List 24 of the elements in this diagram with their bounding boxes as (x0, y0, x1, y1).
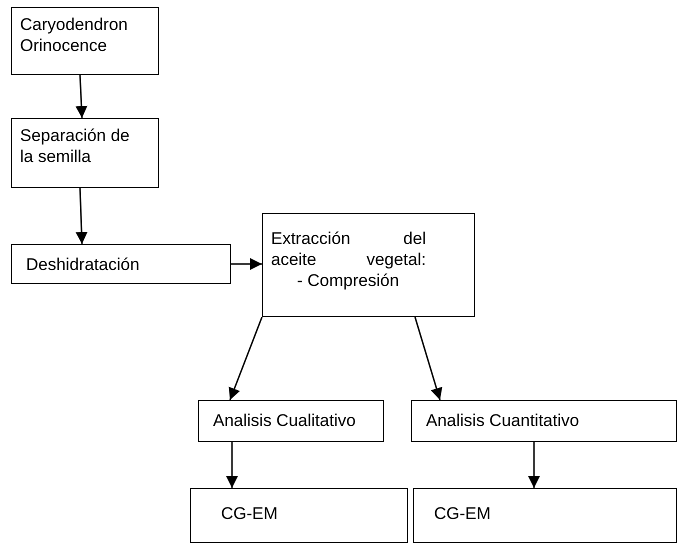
process-box (11, 244, 231, 284)
arrow (414, 316, 442, 400)
process-box (11, 7, 159, 75)
process-box (262, 213, 475, 317)
arrow (528, 442, 540, 488)
arrow (76, 188, 88, 244)
arrow (75, 74, 88, 118)
box-text: Extracción del aceite vegetal: (271, 228, 426, 270)
process-box (198, 400, 384, 442)
arrow (226, 442, 238, 488)
box-text: Caryodendron Orinocence (20, 14, 129, 56)
box-text: - Compresión (296, 270, 400, 291)
box-text: Separación de la semilla (20, 125, 131, 167)
process-box (413, 488, 677, 543)
box-text: Analisis Cualitativo (213, 410, 357, 431)
box-text: Deshidratación (26, 254, 140, 275)
process-box (11, 118, 159, 188)
process-box (190, 488, 408, 543)
arrow (231, 258, 262, 270)
box-text: CG-EM (434, 503, 492, 524)
box-text: Analisis Cuantitativo (426, 410, 580, 431)
process-box (411, 400, 677, 442)
arrow (228, 316, 263, 400)
box-text: CG-EM (221, 503, 279, 524)
